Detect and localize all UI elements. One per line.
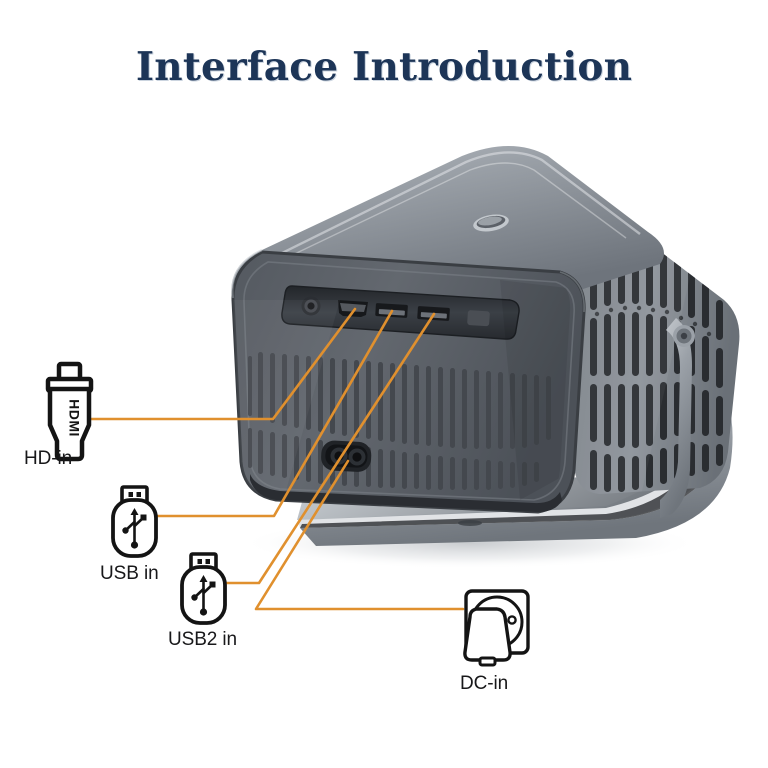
top-indicator-sensor: [473, 214, 509, 232]
stand-arm: [660, 318, 692, 518]
usb-drive-icon-1[interactable]: [111, 485, 158, 558]
projector-rear-panel: [231, 250, 586, 514]
leader-hd-in: [88, 307, 357, 421]
rear-vent-slots: [248, 352, 551, 490]
leader-dc-in: [254, 459, 465, 611]
leader-usb2-in: [220, 312, 436, 585]
callout-label-usb2-in: USB2 in: [168, 629, 238, 650]
ir-receiver-window: [467, 310, 490, 327]
leader-usb-in: [151, 309, 394, 518]
dc-power-inlet: [321, 440, 372, 472]
usb-drive-icon-2[interactable]: [180, 552, 227, 625]
callout-label-dc-in: DC-in: [460, 673, 509, 694]
callout-label-hd-in: HD-in: [24, 448, 73, 469]
hdmi-port: [338, 300, 368, 317]
hdmi-connector-icon[interactable]: HDMI: [45, 361, 94, 462]
page-title: Interface Introduction: [135, 44, 633, 90]
power-socket-plug-icon[interactable]: [463, 589, 530, 667]
audio-jack-port: [301, 296, 321, 316]
hdmi-icon-wordmark: HDMI: [67, 399, 83, 437]
callout-label-usb-in: USB in: [100, 563, 159, 584]
